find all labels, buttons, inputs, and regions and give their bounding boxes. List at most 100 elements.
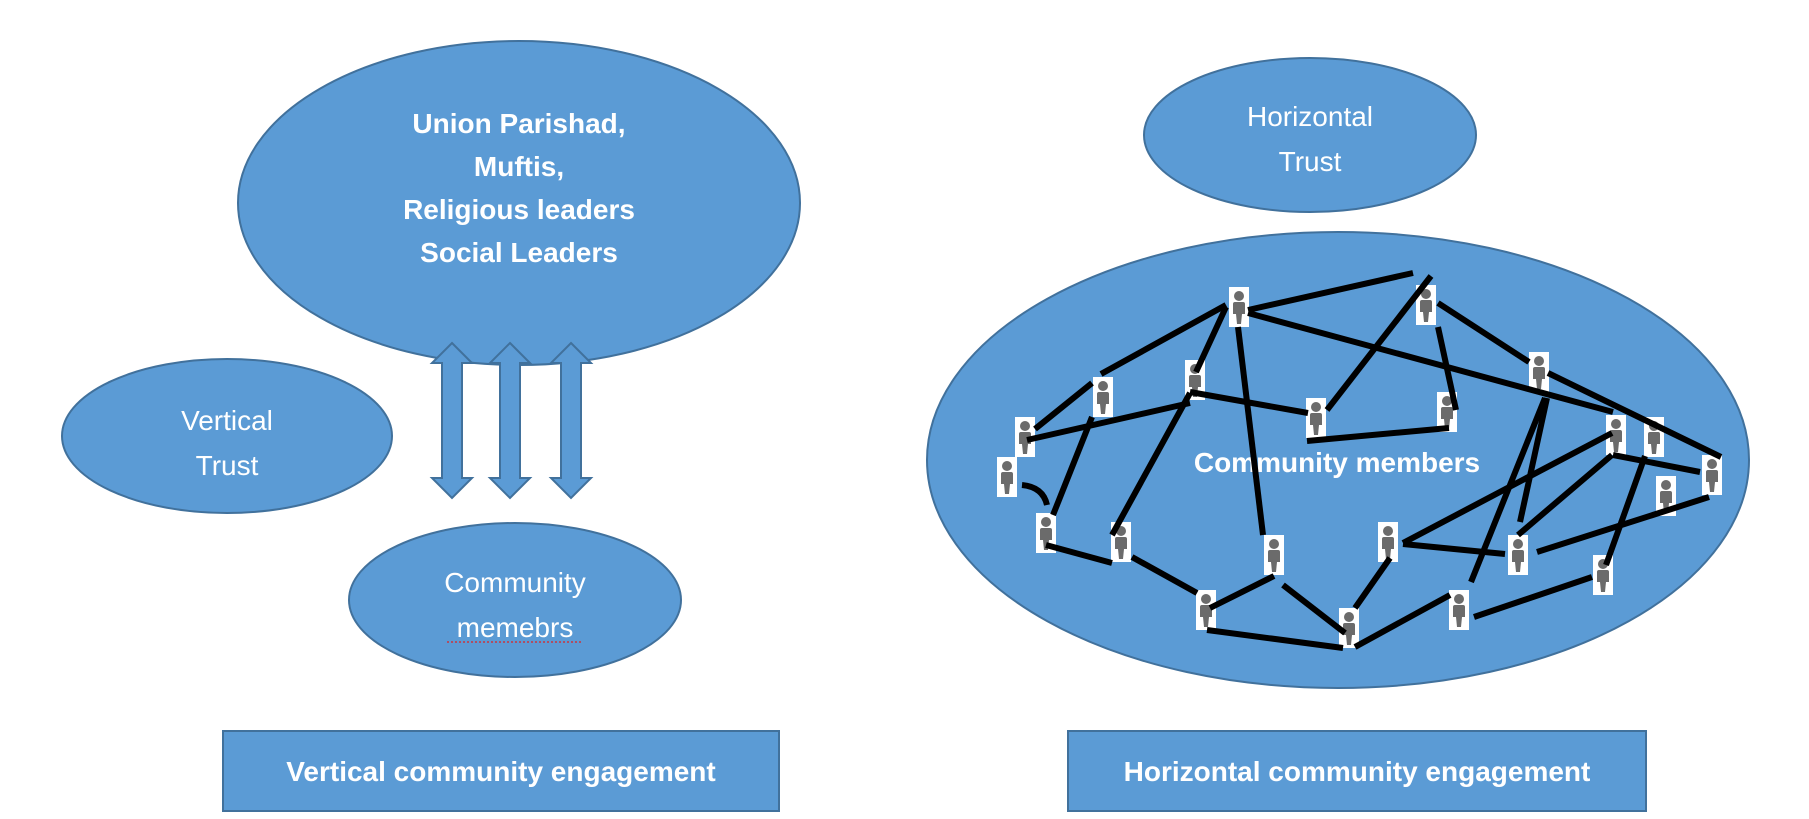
- person-icon: [1196, 590, 1216, 630]
- person-body: [1200, 605, 1212, 627]
- network-edge: [1473, 574, 1593, 620]
- person-body: [1097, 392, 1109, 414]
- community-network-ellipse: Community members: [926, 231, 1750, 689]
- leaders-line-2: Muftis,: [474, 151, 564, 182]
- vertical-caption-rect: [222, 730, 780, 812]
- person-icon: [1378, 522, 1398, 562]
- network-edge: [1402, 541, 1506, 557]
- person-body: [1382, 537, 1394, 559]
- network-edge: [1026, 400, 1191, 443]
- network-edge: [1536, 494, 1710, 555]
- person-body: [1310, 413, 1322, 435]
- network-edge: [1516, 452, 1614, 538]
- horizontal-trust-line-1: Horizontal: [1247, 101, 1373, 132]
- network-edge: [1193, 305, 1229, 374]
- person-head: [1454, 594, 1464, 604]
- network-edge: [1235, 326, 1266, 536]
- network-edge: [1603, 454, 1648, 567]
- community-members-ellipse-vertical: Community memebrs: [348, 522, 682, 678]
- person-icon: [1702, 455, 1722, 495]
- network-edge: [1306, 425, 1450, 444]
- person-body: [1233, 302, 1245, 324]
- network-edge: [1435, 326, 1459, 411]
- person-icon: [1339, 608, 1359, 648]
- person-body: [1660, 491, 1672, 513]
- person-icon: [997, 457, 1017, 497]
- person-icon: [1449, 590, 1469, 630]
- person-body: [1441, 407, 1453, 429]
- person-icon: [1093, 377, 1113, 417]
- person-head: [1311, 402, 1321, 412]
- network-edge: [1206, 627, 1344, 651]
- person-head: [1269, 539, 1279, 549]
- person-icon: [1229, 287, 1249, 327]
- leaders-line-3: Religious leaders: [403, 194, 635, 225]
- person-head: [1020, 421, 1030, 431]
- network-edge: [1208, 573, 1276, 611]
- person-body: [1533, 367, 1545, 389]
- network-edge: [1130, 554, 1199, 596]
- person-body: [1597, 570, 1609, 592]
- person-head: [1661, 480, 1671, 490]
- network-edge: [1546, 370, 1723, 460]
- person-head: [1041, 517, 1051, 527]
- horizontal-trust-ellipse: Horizontal Trust: [1143, 57, 1477, 213]
- network-edge: [1436, 300, 1531, 365]
- network-edge: [1099, 302, 1228, 377]
- person-body: [1268, 550, 1280, 572]
- vertical-caption-text: Vertical community engagement: [286, 756, 715, 787]
- horizontal-trust-ellipse-shape: [1143, 57, 1477, 213]
- network-edge: [1045, 542, 1113, 566]
- network-edge: [1109, 391, 1193, 537]
- network-edge: [1033, 380, 1094, 432]
- person-body: [1512, 550, 1524, 572]
- person-icon: [1264, 535, 1284, 575]
- network-edge: [1247, 270, 1414, 313]
- person-body: [1001, 472, 1013, 494]
- network-edge: [1612, 452, 1701, 475]
- person-body: [1648, 432, 1660, 454]
- network-edge: [1050, 415, 1095, 517]
- person-head: [1534, 356, 1544, 366]
- leaders-line-1: Union Parishad,: [412, 108, 625, 139]
- network-edge: [1189, 389, 1309, 416]
- horizontal-engagement-panel: Horizontal Trust Community members Horiz…: [926, 57, 1750, 812]
- person-icon: [1656, 476, 1676, 516]
- person-body: [1040, 528, 1052, 550]
- community-network-label: Community members: [1194, 447, 1480, 478]
- person-body: [1343, 623, 1355, 645]
- person-head: [1002, 461, 1012, 471]
- network-edge: [1352, 556, 1393, 610]
- person-body: [1115, 537, 1127, 559]
- person-head: [1707, 459, 1717, 469]
- leaders-line-4: Social Leaders: [420, 237, 618, 268]
- community-members-line-2: memebrs: [457, 612, 574, 643]
- person-head: [1611, 419, 1621, 429]
- horizontal-caption-text: Horizontal community engagement: [1124, 756, 1591, 787]
- double-arrow-icon-2: [487, 341, 533, 500]
- person-icon: [1306, 398, 1326, 438]
- person-head: [1421, 289, 1431, 299]
- person-body: [1706, 470, 1718, 492]
- person-icon: [1529, 352, 1549, 392]
- network-edges: [1021, 270, 1723, 651]
- person-head: [1234, 291, 1244, 301]
- community-members-ellipse-shape: [348, 522, 682, 678]
- network-edge: [1353, 592, 1452, 650]
- network-edge: [1401, 430, 1614, 546]
- vertical-engagement-panel: Union Parishad, Muftis, Religious leader…: [61, 40, 801, 812]
- person-head: [1383, 526, 1393, 536]
- vertical-trust-ellipse-shape: [61, 358, 393, 514]
- vertical-arrows: [429, 341, 594, 500]
- person-head: [1098, 381, 1108, 391]
- network-edge: [1324, 274, 1434, 412]
- person-icon: [1036, 513, 1056, 553]
- network-edge-curved: [1021, 482, 1050, 506]
- vertical-trust-line-2: Trust: [196, 450, 259, 481]
- person-head: [1344, 612, 1354, 622]
- person-head: [1201, 594, 1211, 604]
- community-network-ellipse-shape: [926, 231, 1750, 689]
- vertical-caption-box: Vertical community engagement: [222, 730, 780, 812]
- person-body: [1453, 605, 1465, 627]
